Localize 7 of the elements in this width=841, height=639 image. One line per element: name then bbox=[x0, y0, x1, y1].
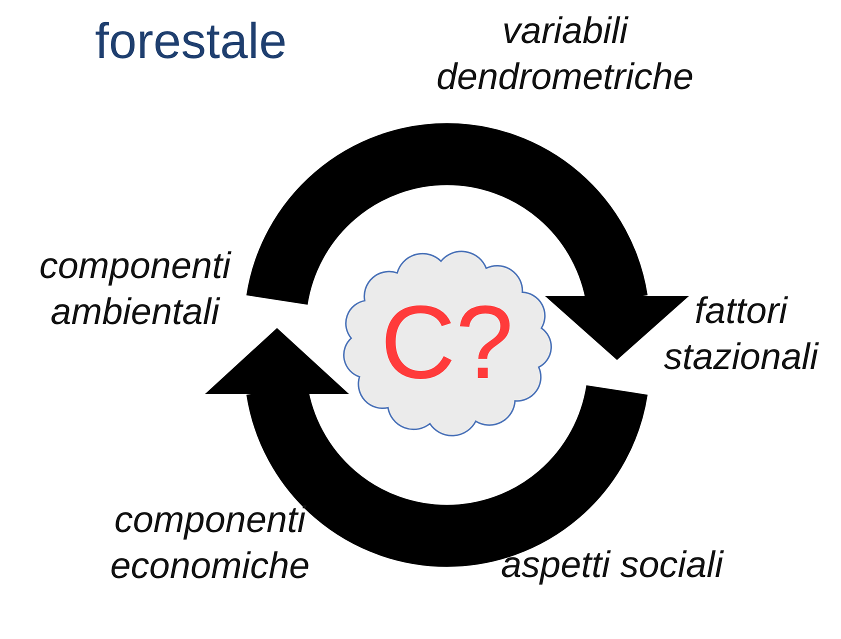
factor-label: fattori stazionali bbox=[662, 289, 820, 380]
slide-title: forestale bbox=[95, 12, 287, 70]
factor-label: aspetti sociali bbox=[500, 543, 725, 587]
factor-label: componenti ambientali bbox=[38, 244, 232, 334]
factor-label: componenti economiche bbox=[109, 498, 311, 588]
cloud-label: C? bbox=[380, 291, 514, 395]
factor-label: variabili dendrometriche bbox=[435, 9, 695, 100]
